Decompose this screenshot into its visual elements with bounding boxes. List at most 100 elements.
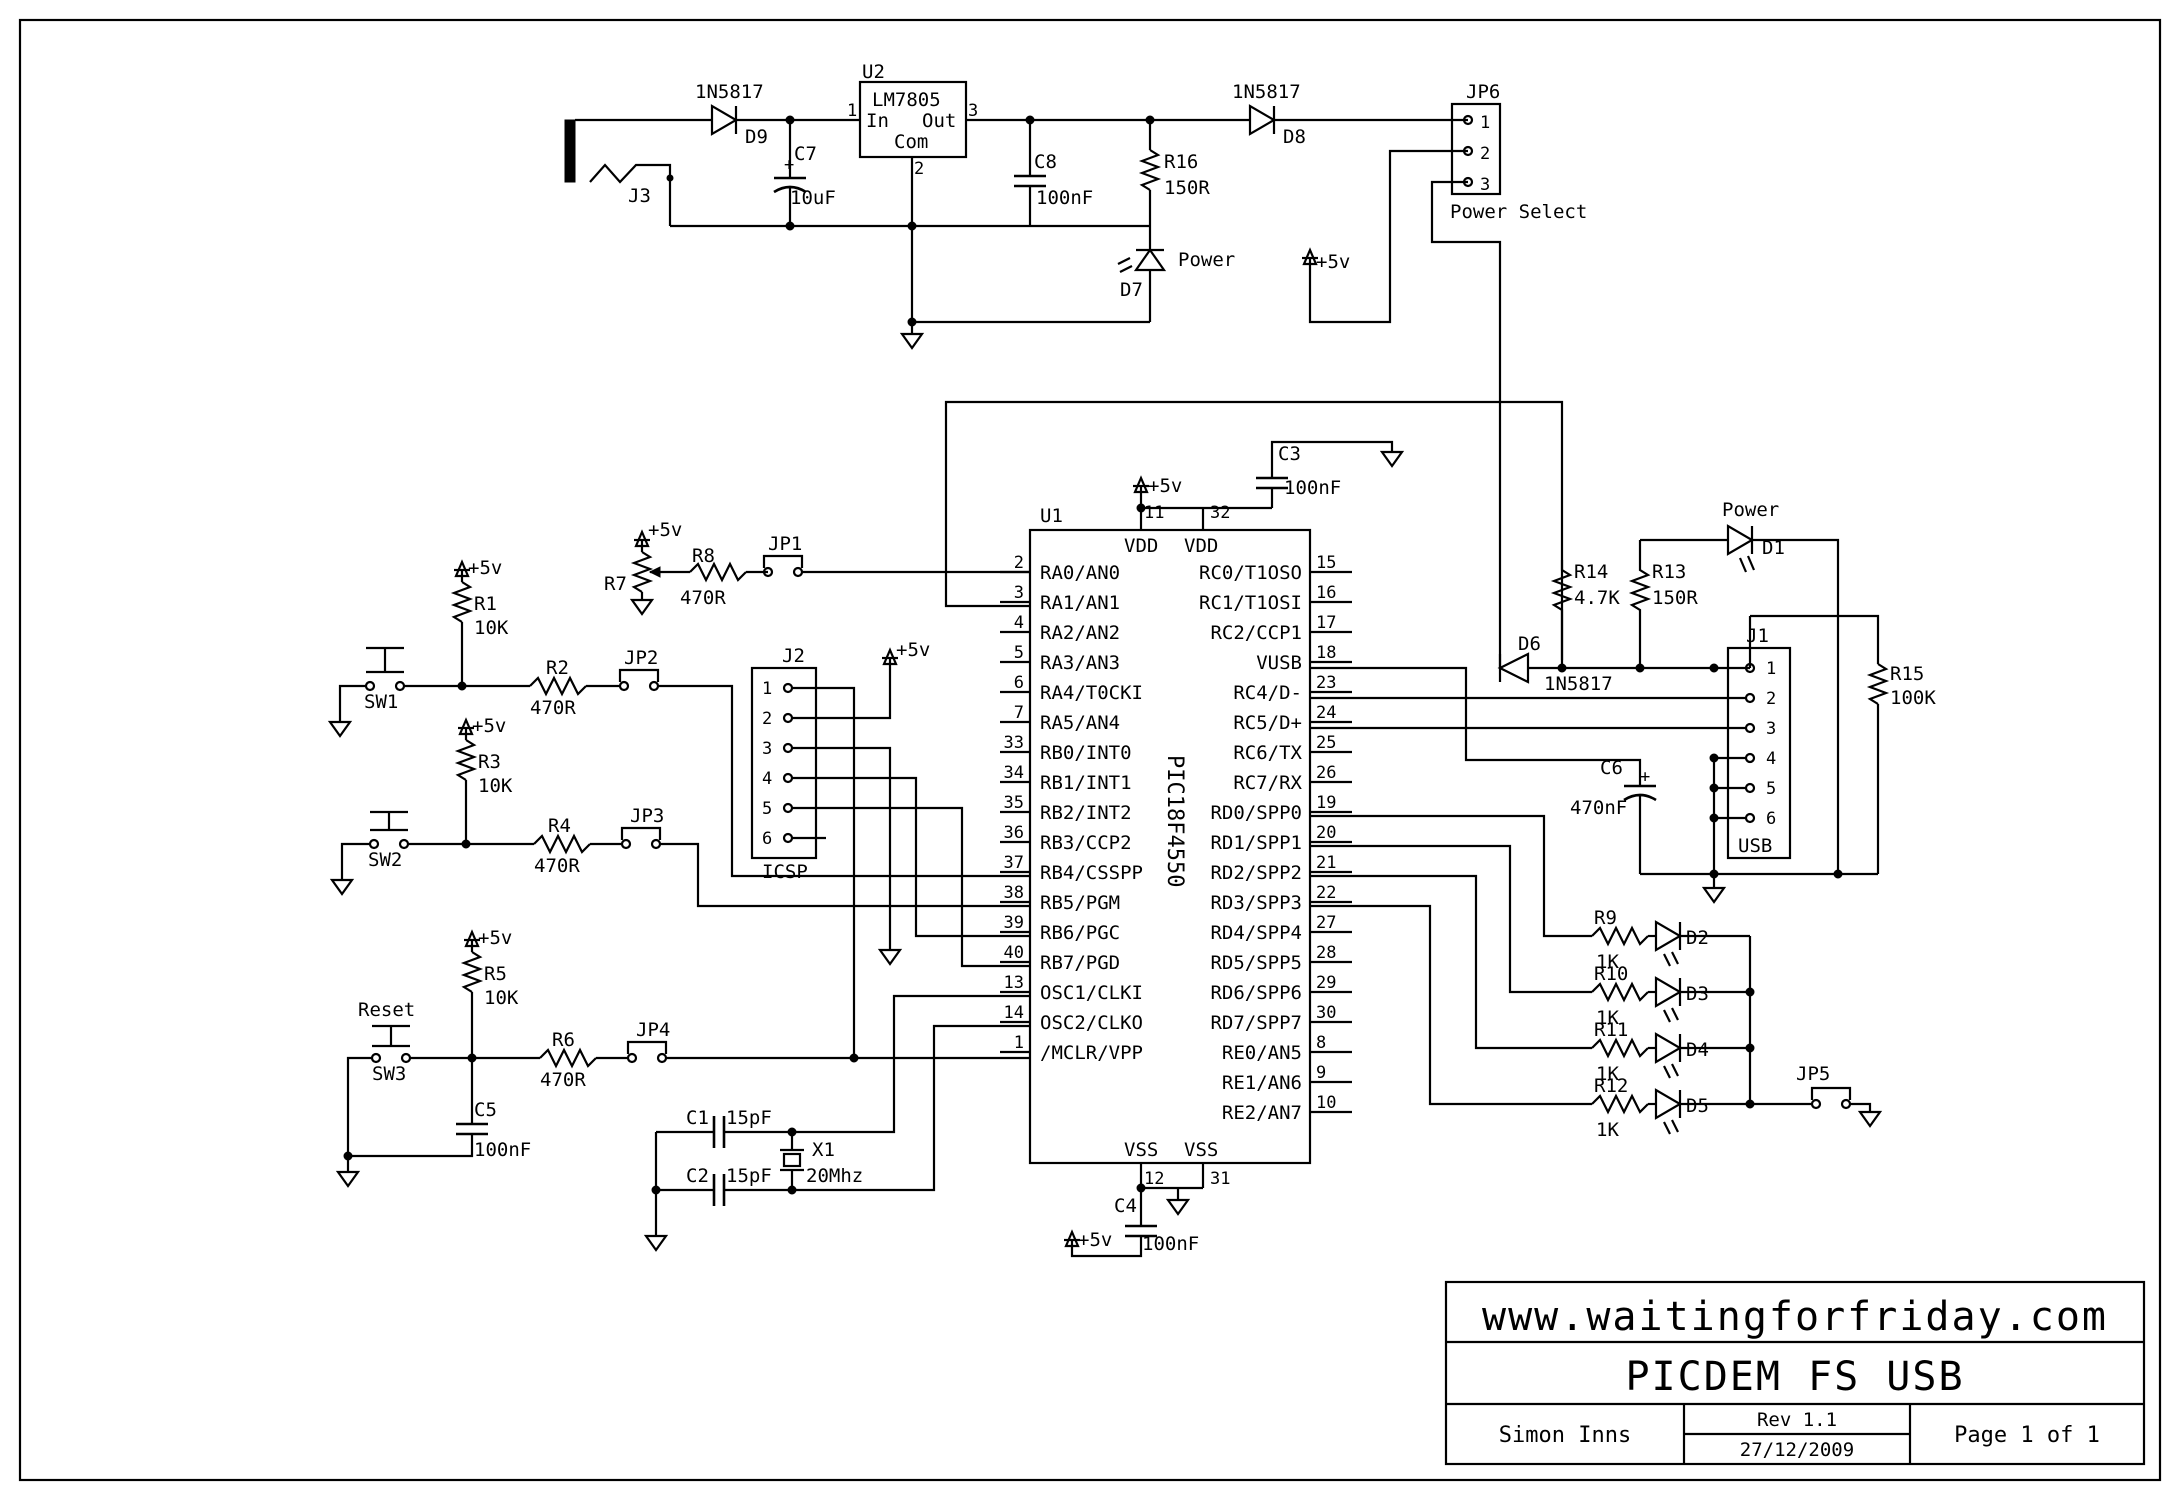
u1-pin-name: RD7/SPP7 <box>1210 1012 1302 1034</box>
r6-label: R6 <box>552 1029 575 1051</box>
c5-label: C5 <box>474 1099 497 1121</box>
d6-type-label: 1N5817 <box>1544 673 1613 695</box>
u1-pin-name: RD3/SPP3 <box>1210 892 1302 914</box>
r8-value: 470R <box>680 587 726 609</box>
jp5-label: JP5 <box>1796 1063 1830 1085</box>
u1-pin-name: RB1/INT1 <box>1040 772 1132 794</box>
u1-pin-left: 38 RB5/PGM <box>1000 883 1120 914</box>
u1-pin-number: 33 <box>1004 733 1024 753</box>
u1-pin-name: RE2/AN7 <box>1222 1102 1302 1124</box>
u1-pin-number: 25 <box>1316 733 1336 753</box>
u1-pin-name: RA2/AN2 <box>1040 622 1120 644</box>
jp6-pin3: 3 <box>1480 175 1490 195</box>
u1-pin-name: RA4/T0CKI <box>1040 682 1143 704</box>
u1-pin-right: 16 RC1/T1OSI <box>1199 583 1352 614</box>
j3-label: J3 <box>628 185 651 207</box>
r1-label: R1 <box>474 593 497 615</box>
led-resistor-value: 1K <box>1596 1119 1619 1141</box>
r2-value: 470R <box>530 697 576 719</box>
c8-value: 100nF <box>1036 187 1093 209</box>
u1-pin-name: RC4/D- <box>1233 682 1302 704</box>
u1-pin32: 32 <box>1210 503 1230 523</box>
led-resistor-value: 1K <box>1596 1007 1619 1029</box>
u1-pin-number: 14 <box>1004 1003 1024 1023</box>
u1-pin-name: RC7/RX <box>1233 772 1302 794</box>
c2-label: C2 <box>686 1165 709 1187</box>
u1-pin-number: 38 <box>1004 883 1024 903</box>
diode-d9: 1N5817 D9 <box>695 81 768 148</box>
u1-pin-name: RC2/CCP1 <box>1210 622 1302 644</box>
u1-pin-number: 36 <box>1004 823 1024 843</box>
led-resistor-label: R12 <box>1594 1075 1628 1097</box>
u1-pin-number: 6 <box>1014 673 1024 693</box>
u1-pin-left: 4 RA2/AN2 <box>1000 613 1120 644</box>
u1-pin-number: 21 <box>1316 853 1336 873</box>
u1-vss2: VSS <box>1184 1139 1218 1161</box>
u1-pin-number: 28 <box>1316 943 1336 963</box>
title-project: PICDEM FS USB <box>1625 1354 1964 1400</box>
c1-label: C1 <box>686 1107 709 1129</box>
u1-pin-name: RC1/T1OSI <box>1199 592 1302 614</box>
u1-pin-number: 35 <box>1004 793 1024 813</box>
u1-pin-number: 18 <box>1316 643 1336 663</box>
title-date: 27/12/2009 <box>1740 1439 1854 1461</box>
d8-label: D8 <box>1283 126 1306 148</box>
u1-pin-number: 16 <box>1316 583 1336 603</box>
c6-label: C6 <box>1600 757 1623 779</box>
u1-pin-right: 30 RD7/SPP7 <box>1210 1003 1352 1034</box>
sw2-label: SW2 <box>368 849 402 871</box>
j2-pin5: 5 <box>762 799 772 819</box>
u2-out: Out <box>922 110 956 132</box>
u1-pin-name: RB5/PGM <box>1040 892 1120 914</box>
title-website: www.waitingforfriday.com <box>1482 1294 2108 1340</box>
c6-value: 470nF <box>1570 797 1627 819</box>
c3-value: 100nF <box>1284 477 1341 499</box>
title-page: Page 1 of 1 <box>1954 1423 2100 1448</box>
u1-pin-number: 13 <box>1004 973 1024 993</box>
c1-value: 15pF <box>726 1107 772 1129</box>
j1-pin4: 4 <box>1766 749 1776 769</box>
u1-pin-number: 23 <box>1316 673 1336 693</box>
u1-pin-number: 9 <box>1316 1063 1326 1083</box>
u1-pin-number: 24 <box>1316 703 1336 723</box>
title-revision: Rev 1.1 <box>1757 1409 1837 1431</box>
r16-value: 150R <box>1164 177 1210 199</box>
r13-value: 150R <box>1652 587 1698 609</box>
r5-label: R5 <box>484 963 507 985</box>
u1-pin-name: RB4/CSSPP <box>1040 862 1143 884</box>
led-label: D5 <box>1686 1095 1709 1117</box>
u1-pin-name: RB0/INT0 <box>1040 742 1132 764</box>
u2-label: U2 <box>862 61 885 83</box>
vcc-label-u1: +5v <box>1148 475 1182 497</box>
r14-value: 4.7K <box>1574 587 1620 609</box>
d9-type-label: 1N5817 <box>695 81 764 103</box>
r5-value: 10K <box>484 987 519 1009</box>
u1-pin-number: 4 <box>1014 613 1024 633</box>
j1-pin5: 5 <box>1766 779 1776 799</box>
u1-pin-number: 27 <box>1316 913 1336 933</box>
u1-pin-number: 30 <box>1316 1003 1336 1023</box>
vcc-label-r1: +5v <box>468 557 502 579</box>
u1-pin-name: RA3/AN3 <box>1040 652 1120 674</box>
u1-pin-name: RA1/AN1 <box>1040 592 1120 614</box>
vcc-label-r7: +5v <box>648 519 682 541</box>
u1-pin-number: 40 <box>1004 943 1024 963</box>
jp4-label: JP4 <box>636 1019 670 1041</box>
crystal-section: C1 15pF C2 15pF X1 20Mhz <box>643 994 1030 1252</box>
u1-pin11: 11 <box>1144 503 1164 523</box>
u1-pin-right: 23 RC4/D- <box>1233 673 1352 704</box>
